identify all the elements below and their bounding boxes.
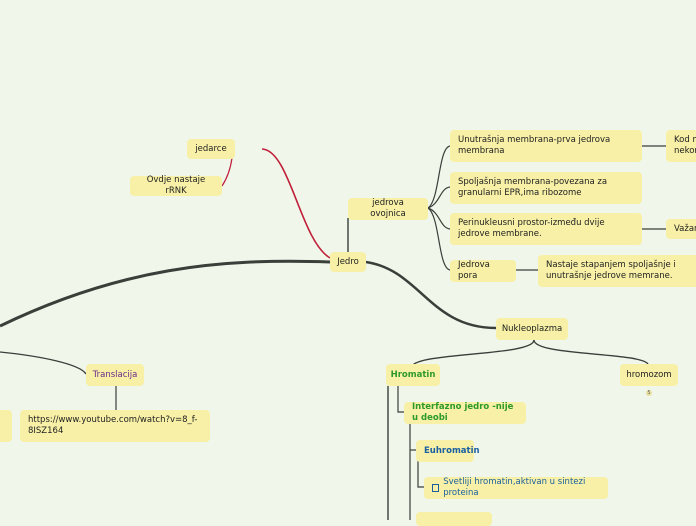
node-hromatin[interactable]: Hromatin — [386, 364, 440, 386]
node-perinuklearni-prostor[interactable]: Perinukleusni prostor-između dvije jedro… — [450, 213, 642, 245]
node-interfazno-jedro[interactable]: Interfazno jedro -nije u deobi — [404, 402, 526, 424]
link-left-translacija — [0, 351, 87, 375]
node-partial-left[interactable] — [0, 410, 12, 442]
link-hromatin-interfazno — [397, 386, 404, 413]
node-euhromatin[interactable]: Euhromatin — [416, 440, 480, 462]
node-jedro[interactable]: Jedro — [330, 252, 366, 272]
checkbox-icon[interactable] — [432, 484, 440, 492]
link-jedarce-ovdje — [221, 157, 233, 187]
node-partial-bottom[interactable] — [416, 512, 492, 526]
node-nukleoplazma[interactable]: Nukleoplazma — [496, 318, 568, 340]
node-jedarce[interactable]: jedarce — [187, 139, 235, 159]
node-unutrasnja-child[interactable]: Kod m nekom — [666, 130, 696, 162]
link-jedro-left — [0, 259, 331, 328]
node-jedrova-pora-child[interactable]: Nastaje stapanjem spoljašnje i unutrašnj… — [538, 255, 696, 287]
node-spoljasnja-membrana[interactable]: Spoljašnja membrana-povezana za granular… — [450, 172, 642, 204]
hromozom-badge: 5 — [646, 390, 652, 396]
node-hromozom[interactable]: hromozom — [620, 364, 678, 386]
node-svetliji-hromatin[interactable]: Svetliji hromatin,aktivan u sintezi prot… — [424, 477, 608, 499]
link-ovojnica-spoljasnja — [427, 186, 451, 209]
node-youtube-link[interactable]: https://www.youtube.com/watch?v=8_f-8ISZ… — [20, 410, 210, 442]
link-nukleoplazma-hromozom — [533, 339, 649, 365]
node-jedrova-pora[interactable]: Jedrova pora — [450, 260, 516, 282]
link-nukleoplazma-hromatin — [411, 339, 535, 367]
node-jedrova-ovojnica[interactable]: jedrova ovojnica — [348, 198, 428, 220]
node-perinuklearni-child[interactable]: Važan — [666, 219, 696, 239]
link-ovojnica-unutrasnja — [427, 145, 451, 209]
node-translacija[interactable]: Translacija — [86, 364, 144, 386]
link-jedro-nukleoplazma — [365, 260, 497, 330]
link-ovojnica-pora — [427, 207, 451, 271]
link-euhromatin-svetliji — [417, 460, 424, 488]
link-ovojnica-perinuklearni — [427, 207, 451, 230]
node-unutrasnja-membrana[interactable]: Unutrašnja membrana-prva jedrova membran… — [450, 130, 642, 162]
node-ovdje-nastaje[interactable]: Ovdje nastaje rRNK — [130, 175, 222, 196]
link-jedro-jedarce — [261, 148, 331, 259]
svetliji-label: Svetliji hromatin,aktivan u sintezi prot… — [443, 477, 586, 498]
